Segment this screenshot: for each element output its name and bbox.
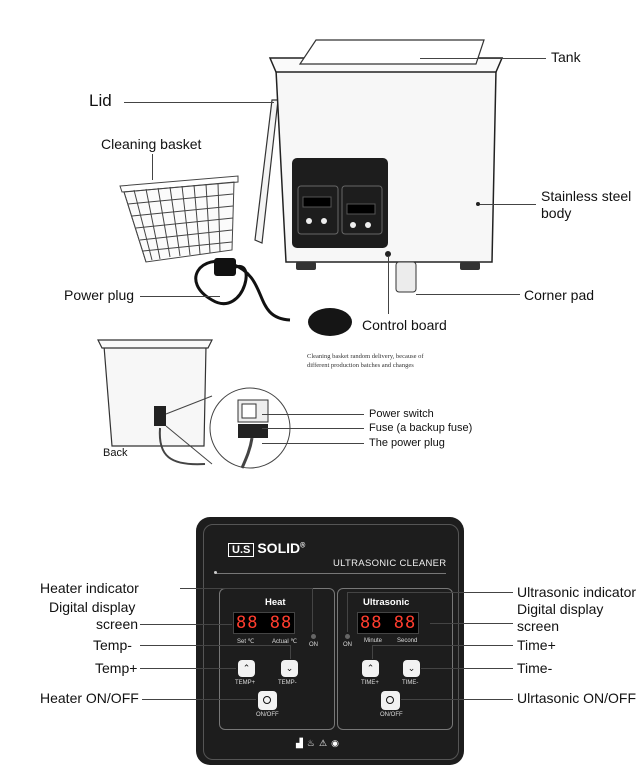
water-icon: ♨ [306, 738, 319, 748]
leader-ultrasonic-indicator-down [347, 592, 348, 632]
label-digital-display-right-2: screen [517, 618, 560, 634]
ultrasonic-minute-label: Minute [364, 638, 383, 644]
time-up-button[interactable]: ⌃ [362, 660, 379, 677]
control-panel [196, 517, 464, 765]
label-temp-minus: Temp- [93, 637, 132, 653]
temp-up-button[interactable]: ⌃ [238, 660, 255, 677]
label-heater-onoff: Heater ON/OFF [40, 690, 139, 706]
leader-time-plus-down [372, 645, 373, 659]
hand-icon: ◉ [331, 738, 343, 748]
leader-heater-onoff [142, 699, 256, 700]
corner-pad [296, 262, 316, 270]
label-ultrasonic-indicator: Ultrasonic indicator [517, 584, 637, 600]
label-body: body [541, 205, 572, 221]
ultrasonic-title: Ultrasonic [363, 597, 410, 608]
label-digital-display-left-2: screen [96, 616, 139, 632]
leader-tank [420, 58, 546, 59]
time-down-button[interactable]: ⌄ [403, 660, 420, 677]
label-digital-display-left-1: Digital display [49, 599, 136, 615]
safety-icons: ▟♨⚠◉ [296, 738, 343, 749]
heater-onoff-button[interactable] [258, 691, 277, 710]
label-heater-indicator: Heater indicator [40, 580, 139, 596]
leader-body [478, 204, 536, 205]
warning-icon: ⚠ [319, 738, 332, 748]
cleaning-basket [119, 175, 239, 263]
label-temp-plus: Temp+ [95, 660, 138, 676]
label-corner-pad: Corner pad [524, 287, 595, 303]
ultrasonic-section [337, 588, 453, 730]
ultrasonic-onoff-label: ON/OFF [380, 712, 403, 718]
temp-up-label: TEMP+ [235, 680, 256, 686]
heat-title: Heat [265, 597, 286, 608]
label-ultrasonic-onoff: Ulrtasonic ON/OFF [517, 690, 637, 706]
leader-time-minus [421, 668, 513, 669]
delivery-note: Cleaning basket random delivery, because… [307, 353, 424, 369]
leader-power-plug [140, 296, 220, 297]
leader-heater-indicator [180, 588, 312, 589]
leader-fuse [262, 428, 364, 429]
leader-temp-plus [140, 668, 236, 669]
label-time-minus: Time- [517, 660, 553, 676]
leader-digital-display-right [430, 623, 513, 624]
heat-section [219, 588, 335, 730]
panel-separator [216, 573, 446, 574]
lid [254, 99, 279, 244]
label-power-switch: Power switch [369, 408, 434, 420]
label-digital-display-right-1: Digital display [517, 601, 604, 617]
heat-on-label: ON [309, 642, 318, 648]
label-control-board: Control board [362, 317, 447, 333]
cleaner-illustration [119, 39, 504, 336]
control-panel-border [203, 524, 459, 760]
temp-down-button[interactable]: ⌄ [281, 660, 298, 677]
heat-set-label: Set ℃ [237, 639, 255, 645]
ultrasonic-second-label: Second [397, 638, 418, 644]
panel-dot [214, 571, 217, 574]
pointer-body [476, 202, 480, 206]
label-fuse: Fuse (a backup fuse) [369, 422, 473, 434]
label-lid: Lid [89, 91, 112, 110]
label-cleaning-basket: Cleaning basket [101, 136, 202, 152]
leader-digital-display-left [140, 624, 232, 625]
ultrasonic-onoff-button[interactable] [381, 691, 400, 710]
power-cord [194, 259, 291, 322]
time-up-label: TIME+ [361, 680, 379, 686]
leader-temp-minus [140, 645, 290, 646]
leader-the-power-plug [262, 443, 364, 444]
leader-lid [124, 102, 274, 103]
ultrasonic-on-label: ON [343, 642, 352, 648]
heat-actual-label: Actual ℃ [272, 639, 298, 645]
heater-onoff-label: ON/OFF [256, 712, 279, 718]
control-board-panel [292, 158, 388, 248]
heater-indicator-led [311, 634, 316, 639]
label-the-power-plug: The power plug [369, 437, 445, 449]
leader-ultrasonic-indicator [347, 592, 513, 593]
panel-title: ULTRASONIC CLEANER [333, 558, 447, 569]
heat-display: 88 88 [233, 612, 296, 634]
leader-corner-pad [416, 294, 520, 295]
leader-temp-minus-down [290, 645, 291, 659]
leader-power-switch [262, 414, 364, 415]
ultrasonic-indicator-led [345, 634, 350, 639]
basket-icon: ▟ [296, 738, 307, 748]
temp-down-label: TEMP- [278, 680, 297, 686]
label-tank: Tank [551, 49, 581, 65]
leader-heater-indicator-down [312, 588, 313, 632]
leader-basket [152, 154, 153, 180]
time-down-label: TIME- [402, 680, 419, 686]
label-back: Back [103, 447, 128, 459]
label-power-plug: Power plug [64, 287, 135, 303]
ultrasonic-display: 88 88 [357, 612, 420, 634]
leader-control-board [388, 256, 389, 314]
back-view-illustration [97, 339, 291, 469]
label-stainless-steel: Stainless steel [541, 188, 632, 204]
label-time-plus: Time+ [517, 637, 556, 653]
leader-ultrasonic-onoff [401, 699, 513, 700]
leader-time-plus [372, 645, 513, 646]
